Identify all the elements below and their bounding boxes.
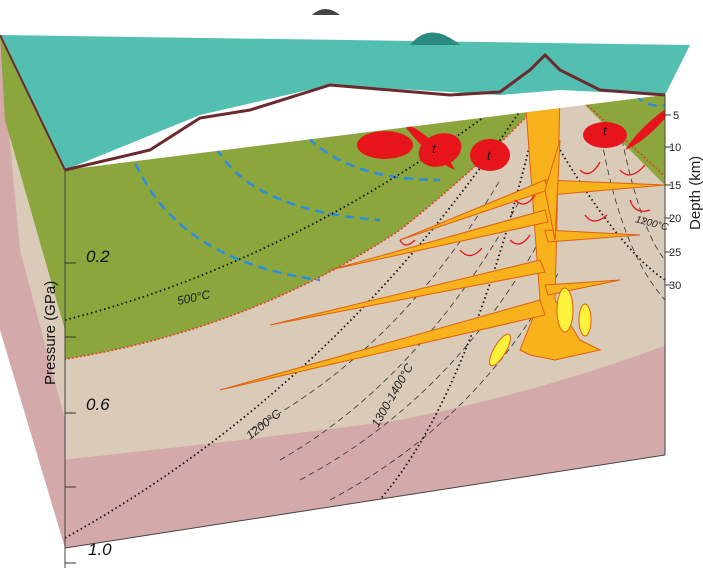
intrusion-labels: t t t [432,123,608,163]
convection-arrows [399,161,651,257]
depth-axis-labels: 5 10 15 20 25 30 [669,110,681,292]
svg-text:25: 25 [669,247,681,259]
svg-text:1.0: 1.0 [88,540,112,559]
volcano-island [410,32,460,45]
block-edges [64,95,666,568]
svg-text:t: t [432,141,437,156]
intrusions [357,100,665,171]
depth-axis-title: Depth (km) [687,156,703,230]
depth-axis-ticks [665,114,671,286]
svg-text:0.6: 0.6 [86,395,110,414]
svg-text:15: 15 [669,180,681,192]
volcano-island-small [312,9,340,15]
left-surface-edge [0,34,66,171]
left-face-upper-crust [0,35,65,330]
svg-text:20: 20 [669,213,681,225]
pressure-axis-ticks [65,262,76,564]
magma-plumbing-system [219,95,665,391]
crust-boundary [65,95,665,361]
svg-text:t: t [603,123,608,138]
svg-text:10: 10 [669,142,681,154]
seafloor-surface [64,52,666,172]
sea-water [0,35,690,170]
svg-text:t: t [487,148,492,163]
svg-text:5: 5 [673,110,679,122]
svg-text:500°C: 500°C [176,287,212,308]
crystal-mush-bodies [489,287,592,367]
pressure-axis-title: Pressure (GPa) [42,281,59,385]
svg-text:0.2: 0.2 [86,247,110,266]
pressure-axis-labels: 0.2 0.6 1.0 [86,247,112,559]
svg-text:30: 30 [669,280,681,292]
